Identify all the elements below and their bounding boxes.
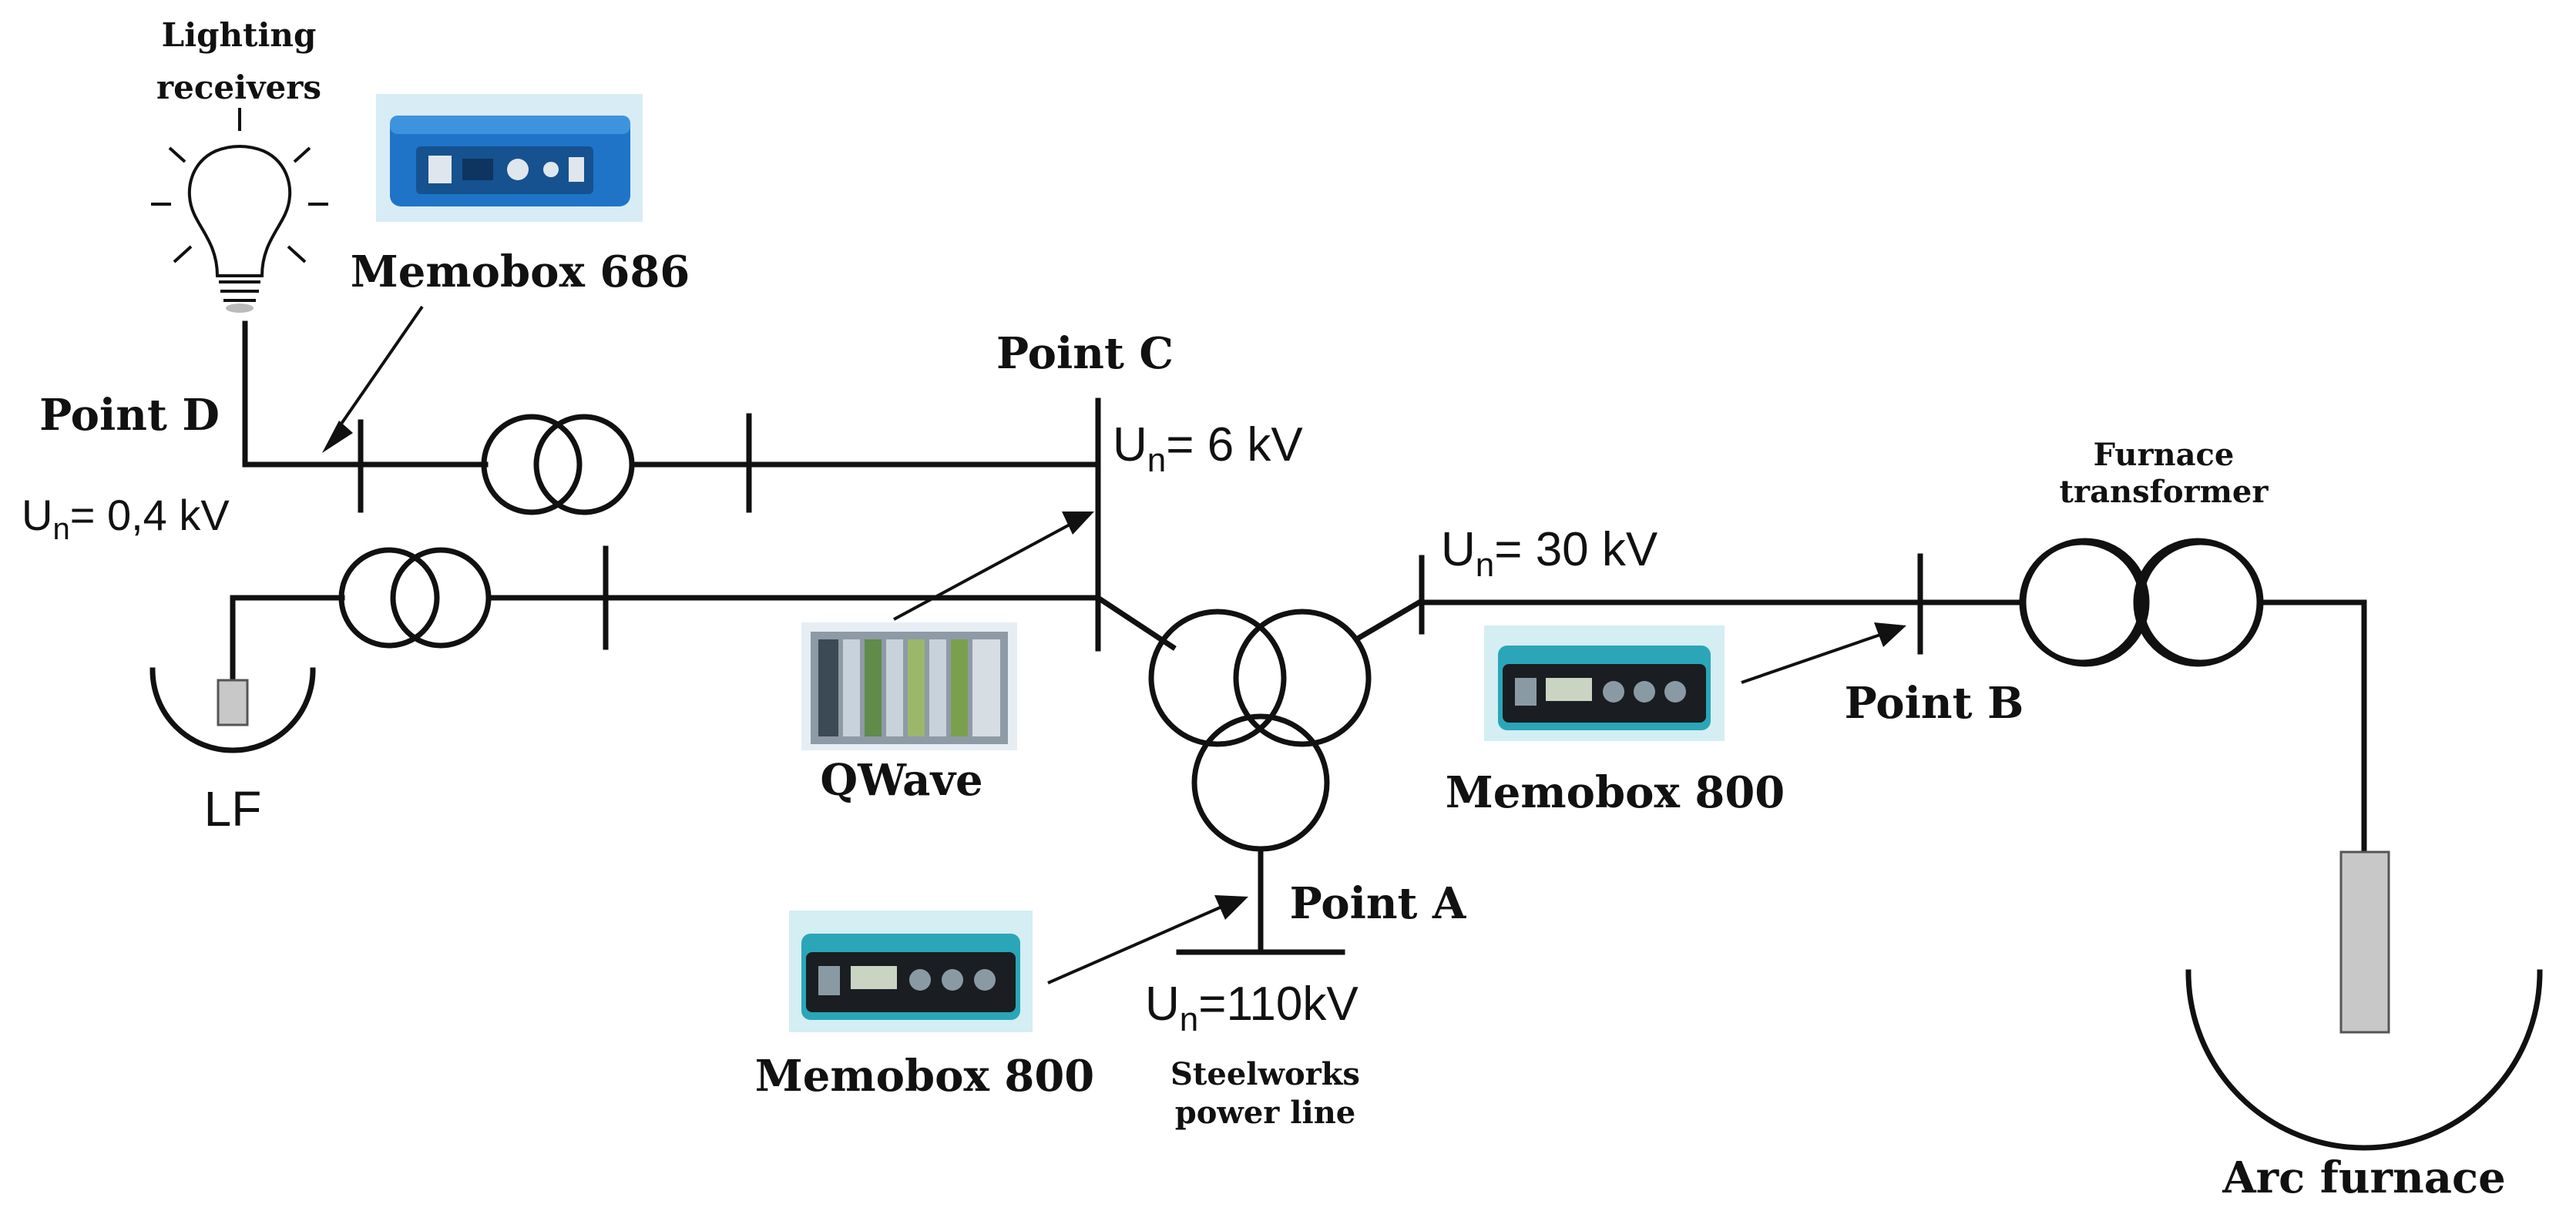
memobox-800-right-label: Memobox 800	[1446, 767, 1785, 818]
receivers-label: receivers	[156, 69, 321, 106]
memobox-686-device	[376, 94, 643, 222]
voltage-04kv-label: Un= 0,4 kV	[22, 491, 230, 546]
point-d-label: Point D	[39, 390, 220, 441]
steelworks-label: Steelworks	[1170, 1056, 1360, 1092]
voltage-30kv-label: Un= 30 kV	[1441, 523, 1658, 584]
memobox-686-label: Memobox 686	[351, 247, 690, 297]
memobox-800-bottom-device	[789, 911, 1033, 1032]
memobox-800-right-device	[1484, 626, 1725, 741]
point-b-label: Point B	[1845, 678, 2024, 729]
memobox-800-bottom-label: Memobox 800	[755, 1051, 1095, 1102]
qwave-rack-device	[801, 622, 1017, 750]
arc-furnace-icon	[2185, 850, 2543, 1151]
voltage-6kv-label: Un= 6 kV	[1113, 418, 1303, 479]
lighting-label: Lighting	[162, 16, 317, 54]
furnace-label: Furnace	[2094, 437, 2235, 473]
transformer-label: transformer	[2060, 474, 2269, 510]
furnace-transformer-coils	[2020, 538, 2262, 667]
arc-furnace-label: Arc furnace	[2222, 1152, 2506, 1203]
point-c-label: Point C	[996, 328, 1174, 379]
power-line-label: power line	[1175, 1095, 1355, 1131]
voltage-110kv-label: Un=110kV	[1145, 978, 1359, 1038]
point-b-arrow	[1741, 622, 1906, 684]
point-a-label: Point A	[1290, 878, 1467, 929]
point-a-arrow	[1047, 895, 1248, 984]
qwave-label: QWave	[820, 755, 982, 806]
lf-label: LF	[204, 781, 262, 837]
point-d-line	[242, 320, 1101, 515]
three-winding-transformer-icon	[1094, 594, 1426, 955]
light-bulb-icon	[151, 108, 328, 313]
lf-line	[230, 545, 1101, 689]
qwave-arrow	[893, 512, 1094, 621]
memobox-686-arrow	[322, 305, 424, 453]
ladle-furnace-icon	[149, 667, 316, 753]
bus-30kv	[1419, 553, 2024, 655]
